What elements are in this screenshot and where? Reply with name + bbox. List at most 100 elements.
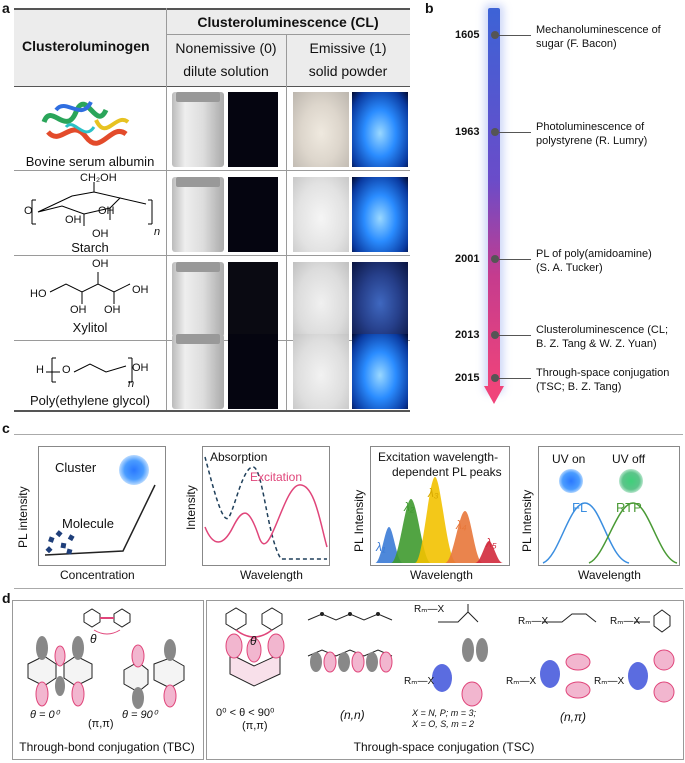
panel-label-d: d [2, 590, 11, 606]
lambda3: λ₃ [428, 486, 439, 500]
col-header-emissive: Emissive (1) [309, 40, 387, 56]
row-name-starch: Starch [71, 240, 109, 255]
timeline-1963-line2: polystyrene (R. Lumry) [536, 135, 648, 147]
molecule-label: Molecule [62, 516, 115, 531]
rmx-2: Rₘ—X [518, 616, 549, 627]
tsc-caption: Through-space conjugation (TSC) [353, 740, 535, 754]
tsc-nn: (n,n) [340, 708, 365, 722]
peg-solution-vial [172, 334, 224, 409]
timeline-year-1963: 1963 [455, 126, 480, 138]
ylabel-box4: PL Intensity [520, 489, 534, 552]
bsa-protein-structure [36, 92, 136, 152]
starch-oh1: OH [98, 205, 115, 217]
tsc-npi: (n,π) [560, 710, 587, 724]
absorption-label: Absorption [210, 450, 268, 464]
xylitol-oh-top: OH [92, 258, 109, 270]
cluster-blob [119, 455, 149, 485]
lambda1: λ₁ [376, 540, 386, 554]
tbc-caption: Through-bond conjugation (TBC) [19, 740, 195, 754]
tsc-box [206, 600, 684, 760]
excitation-label: Excitation [250, 470, 303, 484]
tbc-orbital-diagram [14, 604, 200, 724]
theta-0-label: θ = 0⁰ [30, 709, 60, 721]
starch-powder-uv [352, 177, 408, 252]
uv-off-label: UV off [612, 452, 646, 466]
panel-label-b: b [425, 0, 434, 16]
bsa-powder [293, 92, 349, 167]
xylitol-structure [30, 262, 160, 312]
timeline-2015-line2: (TSC; B. Z. Tang) [536, 381, 622, 393]
starch-structure [24, 174, 164, 242]
timeline-2015-line1: Through-space conjugation [536, 367, 670, 379]
peg-oh: OH [132, 362, 149, 374]
col-header-clusteroluminogen: Clusteroluminogen [22, 38, 150, 54]
tsc-pipi-diagram [210, 604, 300, 704]
tsc-pipi: (π,π) [242, 720, 268, 732]
timeline-year-2001: 2001 [455, 253, 480, 265]
xlabel-box3: Wavelength [410, 568, 473, 582]
xlabel-box4: Wavelength [578, 568, 641, 582]
timeline-year-2015: 2015 [455, 372, 480, 384]
col-header-nonemissive-sub: dilute solution [183, 63, 269, 79]
rmx-4: Rₘ—X [404, 676, 435, 687]
rmx-3: Rₘ—X [610, 616, 641, 627]
ylabel-box3: PL Intensity [352, 489, 366, 552]
timeline-2013-line1: Clusteroluminescence (CL; [536, 324, 669, 336]
tsc-nn-diagram [300, 608, 400, 688]
peg-structure [30, 346, 160, 386]
xylitol-ho-left: HO [30, 288, 47, 300]
ylabel-box1: PL intensity [16, 486, 30, 548]
col-header-cl: Clusteroluminescence (CL) [197, 14, 379, 30]
xylitol-solution-vial [172, 262, 224, 337]
tbc-pipi: (π,π) [88, 718, 114, 730]
timeline-bar [488, 8, 500, 390]
tsc-note-2: X = O, S, m = 2 [412, 719, 475, 729]
plot-box-4 [538, 446, 680, 566]
plot-box-1 [38, 446, 166, 566]
lambda4: λ₄ [456, 518, 467, 532]
starch-powder [293, 177, 349, 252]
panel-label-a: a [2, 0, 10, 16]
row-name-bsa: Bovine serum albumin [25, 154, 155, 169]
peg-powder-uv [352, 334, 408, 409]
fl-label: FL [572, 500, 588, 515]
pl-title-2: dependent PL peaks [392, 465, 502, 479]
starch-solution-vial [172, 177, 224, 252]
col-header-emissive-sub: solid powder [308, 63, 388, 79]
panel-label-c: c [2, 420, 10, 436]
tsc-note-1: X = N, P; m = 3; [412, 708, 477, 718]
table-header-bg [14, 8, 410, 86]
starch-solution-uv [228, 177, 278, 252]
plot-box-2 [202, 446, 330, 566]
xylitol-powder-uv [352, 262, 408, 337]
uv-on-blob [559, 469, 583, 493]
timeline-year-1605: 1605 [455, 29, 480, 41]
row-name-peg: Poly(ethylene glycol) [30, 393, 150, 408]
rmx-5: Rₘ—X [506, 676, 537, 687]
tsc-npi-diagram [402, 604, 678, 714]
timeline-1605-line2: sugar (F. Bacon) [536, 38, 617, 50]
timeline-1963-line1: Photoluminescence of [536, 121, 645, 133]
bsa-solution-uv [228, 92, 278, 167]
timeline-2001-line2: (S. A. Tucker) [536, 262, 603, 274]
timeline-2013-line2: B. Z. Tang & W. Z. Yuan) [536, 338, 657, 350]
bsa-solution-vial [172, 92, 224, 167]
cluster-label: Cluster [55, 460, 97, 475]
peg-n: n [128, 378, 135, 390]
row-name-xylitol: Xylitol [72, 320, 108, 335]
peg-h: H [36, 364, 44, 376]
plot-box-3 [370, 446, 510, 566]
starch-n: n [154, 226, 161, 238]
lambda5: λ₅ [486, 536, 497, 550]
uv-on-label: UV on [552, 452, 586, 466]
ylabel-box2: Intensity [184, 485, 198, 530]
xlabel-box2: Wavelength [240, 568, 303, 582]
timeline-year-2013: 2013 [455, 329, 480, 341]
tbc-theta: θ [90, 632, 97, 646]
pl-title-1: Excitation wavelength- [378, 450, 499, 464]
bsa-powder-uv [352, 92, 408, 167]
xylitol-oh-bl: OH [70, 304, 87, 316]
starch-oh2: OH [65, 214, 82, 226]
starch-o-left: O [24, 205, 33, 217]
peg-o: O [62, 364, 71, 376]
